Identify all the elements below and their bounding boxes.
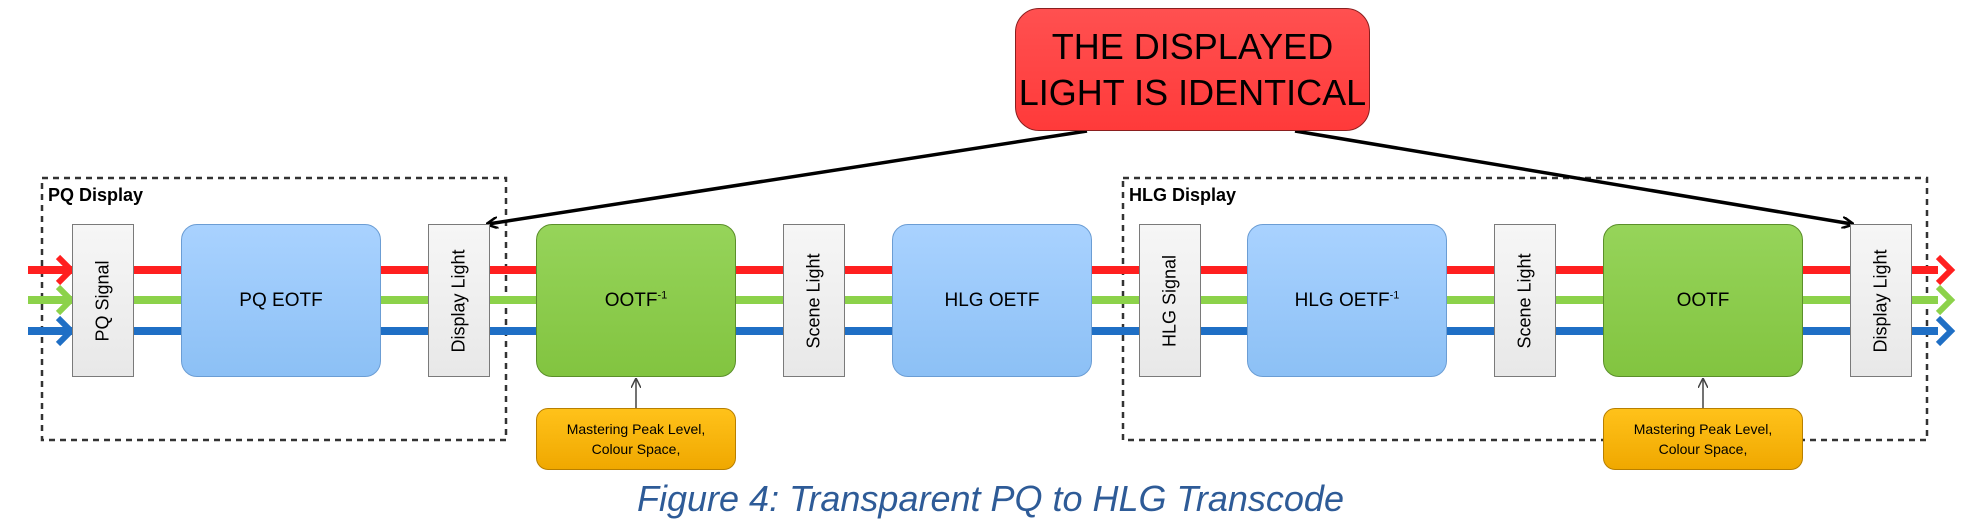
hlg-signal-label: HLG Signal — [1159, 254, 1180, 347]
callout-arrow-left — [488, 129, 1088, 224]
callout-box: THE DISPLAYED LIGHT IS IDENTICAL — [1015, 8, 1370, 131]
hlg-signal-block: HLG Signal — [1139, 224, 1201, 377]
hlg-display-frame — [1121, 176, 1929, 442]
input-arrow-blue — [55, 315, 76, 347]
output-arrow-blue — [1935, 315, 1956, 347]
pq-signal-block: PQ Signal — [72, 224, 134, 377]
hlg-oetf-block: HLG OETF — [892, 224, 1092, 377]
callout-arrow-right — [1294, 129, 1852, 224]
mastering-params-left-line1: Mastering Peak Level, — [566, 421, 706, 437]
display-light-label-1: Display Light — [448, 248, 469, 353]
pq-display-frame — [40, 176, 508, 442]
scene-light-label-1: Scene Light — [803, 252, 824, 349]
ootf-inverse-label: OOTF-1 — [604, 289, 668, 311]
pq-eotf-label: PQ EOTF — [239, 289, 323, 311]
callout-line-2: LIGHT IS IDENTICAL — [1018, 71, 1367, 113]
ootf-block: OOTF — [1603, 224, 1803, 377]
hlg-oetf-inverse-sup: -1 — [1389, 289, 1400, 302]
mastering-params-right-line1: Mastering Peak Level, — [1633, 421, 1773, 437]
pq-signal-label: PQ Signal — [92, 259, 113, 342]
mastering-params-right: Mastering Peak Level, Colour Space, — [1603, 408, 1803, 470]
mastering-params-left: Mastering Peak Level, Colour Space, — [536, 408, 736, 470]
hlg-oetf-inverse-label: HLG OETF-1 — [1294, 289, 1400, 311]
scene-light-block-1: Scene Light — [783, 224, 845, 377]
mastering-params-left-line2: Colour Space, — [591, 441, 681, 457]
input-arrow-green — [55, 284, 76, 316]
mastering-params-right-line2: Colour Space, — [1658, 441, 1748, 457]
hlg-oetf-inverse-block: HLG OETF-1 — [1247, 224, 1447, 377]
pq-eotf-block: PQ EOTF — [181, 224, 381, 377]
figure-caption: Figure 4: Transparent PQ to HLG Transcod… — [637, 478, 1344, 519]
callout-line-1: THE DISPLAYED — [1051, 25, 1334, 67]
ootf-label: OOTF — [1676, 289, 1730, 311]
output-arrow-red — [1935, 254, 1956, 286]
display-light-block-2: Display Light — [1850, 224, 1912, 377]
pq-display-label: PQ Display — [48, 185, 144, 205]
hlg-oetf-label: HLG OETF — [944, 289, 1040, 311]
ootf-inverse-block: OOTF-1 — [536, 224, 736, 377]
display-light-block-1: Display Light — [428, 224, 490, 377]
hlg-display-label: HLG Display — [1129, 185, 1237, 205]
input-arrow-red — [55, 254, 76, 286]
output-arrow-green — [1935, 284, 1956, 316]
scene-light-label-2: Scene Light — [1514, 252, 1535, 349]
display-light-label-2: Display Light — [1870, 248, 1891, 353]
ootf-inverse-sup: -1 — [657, 289, 668, 302]
scene-light-block-2: Scene Light — [1494, 224, 1556, 377]
